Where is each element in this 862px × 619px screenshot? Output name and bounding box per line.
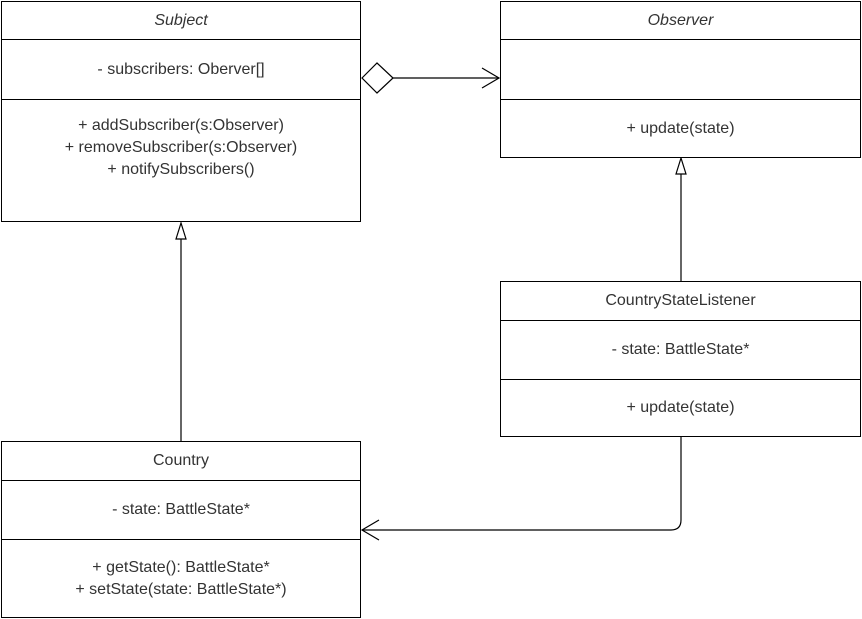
method: + update(state) [626,399,735,416]
class-name: Subject [2,2,360,39]
inheritance-arrowhead [675,155,687,175]
attributes-compartment: - state: BattleState* [501,320,860,379]
inheritance-arrowhead [175,220,187,240]
class-name-label: Subject [154,11,208,29]
open-arrowhead [360,519,380,541]
method: + addSubscriber(s:Observer) [78,117,284,134]
method: + removeSubscriber(s:Observer) [64,139,298,156]
attributes-compartment [501,39,860,99]
class-name: CountryStateListener [501,282,860,320]
association-listener-country [360,437,682,541]
class-subject[interactable]: Subject - subscribers: Oberver[] + addSu… [1,1,361,222]
attribute: - state: BattleState* [112,501,250,518]
class-name-label: Country [152,452,210,469]
methods-compartment: + getState(): BattleState* + setState(st… [2,539,360,617]
method: + getState(): BattleState* [92,558,270,576]
attribute: - subscribers: Oberver[] [97,60,265,78]
generalization-country-subject [175,220,187,441]
methods-compartment: + update(state) [501,379,860,436]
class-name-label: Observer [647,11,714,29]
aggregation-diamond [361,62,394,94]
class-name: Observer [501,2,860,39]
attributes-compartment: - subscribers: Oberver[] [2,39,360,99]
attributes-compartment: - state: BattleState* [2,480,360,539]
methods-compartment: + addSubscriber(s:Observer) + removeSubs… [2,99,360,221]
attribute: - state: BattleState* [611,341,750,358]
class-observer[interactable]: Observer + update(state) [500,1,861,158]
method: + setState(state: BattleState*) [75,580,287,598]
class-country-state-listener[interactable]: CountryStateListener - state: BattleStat… [500,281,861,437]
aggregation-subject-observer [361,62,501,94]
method: + notifySubscribers() [107,161,255,178]
methods-compartment: + update(state) [501,99,860,157]
method: + update(state) [626,119,735,137]
class-name: Country [2,442,360,480]
generalization-listener-observer [675,155,687,281]
class-country[interactable]: Country - state: BattleState* + getState… [1,441,361,618]
class-name-label: CountryStateListener [605,292,756,309]
open-arrowhead [481,67,501,89]
